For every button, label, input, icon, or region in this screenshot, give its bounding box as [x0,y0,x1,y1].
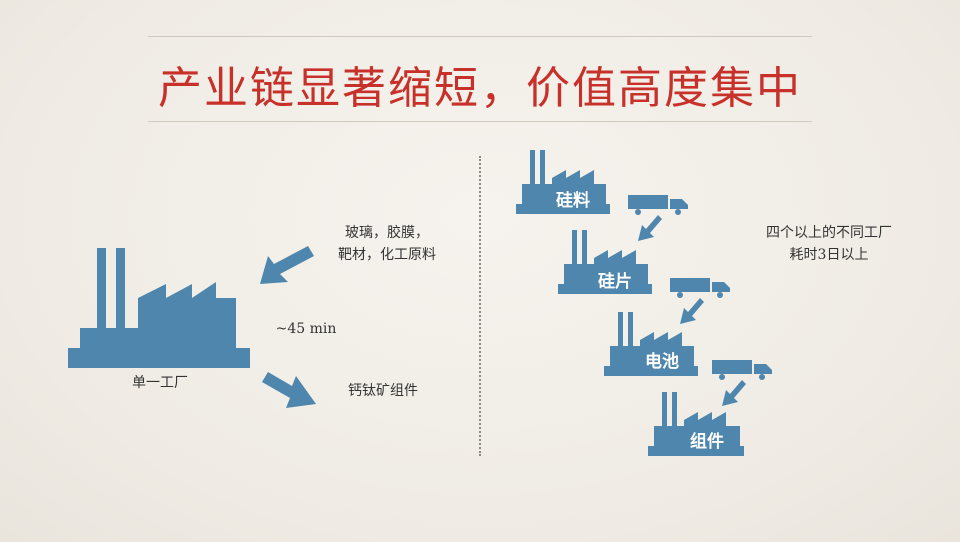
inputs-line-2: 靶材，化工原料 [338,247,436,263]
step-label-silicon: 硅料 [556,191,590,211]
truck-icon [628,193,690,215]
note-line-1: 四个以上的不同工厂 [766,225,892,241]
inputs-text: 玻璃，胶膜， 靶材，化工原料 [320,222,454,266]
truck-icon [670,276,732,298]
step-label-wafer: 硅片 [598,272,632,292]
arrow-icon [258,370,318,410]
factory-icon [648,392,744,456]
duration-text: ~45 min [275,321,337,337]
output-text: 钙钛矿组件 [348,383,418,399]
arrow-icon [678,296,706,326]
single-factory-icon [66,244,252,370]
bottom-rule [148,121,812,122]
factory-caption: 单一工厂 [132,375,188,391]
note-line-2: 耗时3日以上 [789,247,869,263]
top-rule [148,36,812,37]
inputs-line-1: 玻璃，胶膜， [345,225,429,241]
arrow-icon [636,213,664,243]
slide-title: 产业链显著缩短，价值高度集中 [158,63,802,114]
arrow-icon [258,244,318,290]
factory-icon [604,312,698,376]
arrow-icon [720,378,748,408]
truck-icon [712,358,774,380]
section-divider [479,156,481,456]
right-note: 四个以上的不同工厂 耗时3日以上 [748,222,910,266]
factory-icon [558,230,652,294]
factory-icon [516,150,610,214]
step-label-cell: 电池 [645,352,679,372]
step-label-module: 组件 [690,432,724,452]
